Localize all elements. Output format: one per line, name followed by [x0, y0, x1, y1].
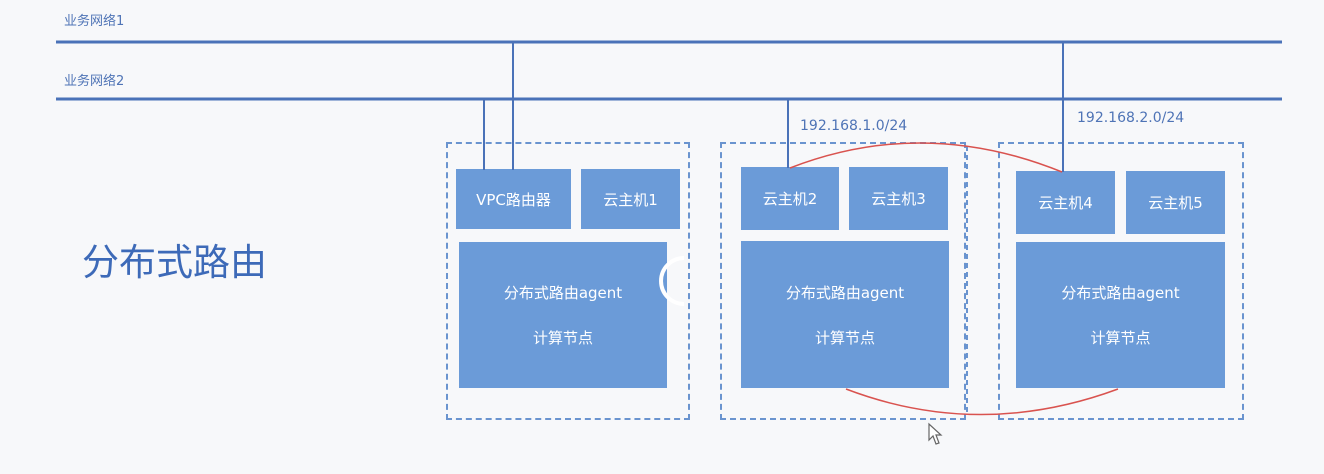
cursor-arrow-icon: [928, 422, 943, 445]
agent-box-3[interactable]: 分布式路由agent 计算节点: [1016, 242, 1225, 388]
vm-3-box[interactable]: 云主机3: [849, 167, 948, 230]
agent-label-2: 分布式路由agent: [785, 283, 905, 302]
vm-4-box[interactable]: 云主机4: [1016, 171, 1115, 234]
subnet-1-label: 192.168.1.0/24: [800, 118, 908, 134]
node-label-3: 计算节点: [1090, 329, 1151, 347]
vm-5-box[interactable]: 云主机5: [1126, 171, 1225, 234]
agent-box-1[interactable]: 分布式路由agent 计算节点: [459, 242, 667, 388]
network-1-label: 业务网络1: [64, 14, 125, 29]
agent-label-1: 分布式路由agent: [503, 284, 623, 302]
agent-label-3: 分布式路由agent: [1061, 284, 1180, 302]
vm-2-box[interactable]: 云主机2: [741, 167, 839, 230]
page-title: 分布式路由: [82, 241, 267, 284]
compute-node-3: [998, 142, 1244, 420]
agent-box-2[interactable]: 分布式路由agent 计算节点: [741, 241, 949, 388]
network-2-label: 业务网络2: [64, 74, 125, 89]
subnet-2-label: 192.168.2.0/24: [1077, 110, 1185, 126]
vm-1-box[interactable]: 云主机1: [581, 169, 680, 229]
compute-node-1: [446, 142, 690, 420]
node-label-1: 计算节点: [532, 329, 593, 347]
vpc-router-box[interactable]: VPC路由器: [456, 169, 571, 229]
node-label-2: 计算节点: [814, 328, 875, 347]
